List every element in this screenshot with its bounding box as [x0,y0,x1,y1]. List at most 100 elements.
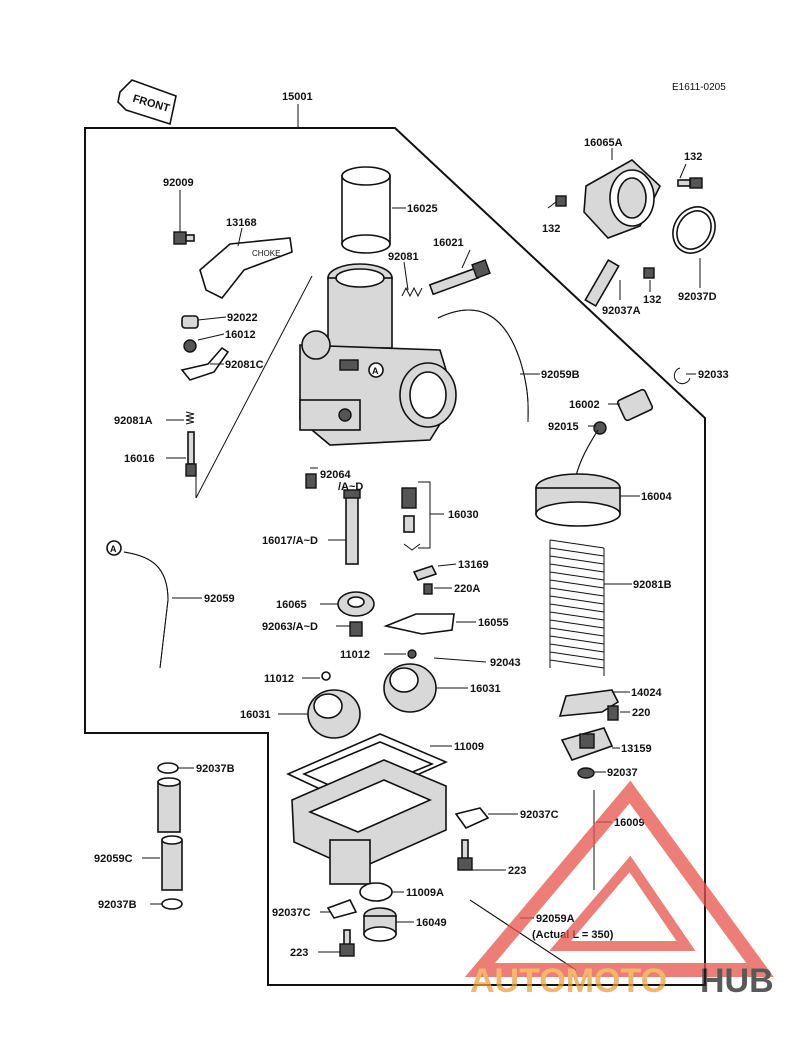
part-label-92037C-right: 92037C [520,809,559,821]
front-arrow-icon: FRONT [117,79,177,126]
main-jet-holder-icon [337,591,375,617]
float-bowl-icon [286,733,449,885]
part-label-220A: 220A [454,583,480,595]
clamp-92037C-icon [326,899,358,919]
float-icon [383,663,437,713]
throttle-valve-icon [341,166,391,254]
screw-icon [173,231,195,245]
carburetor-body-icon [299,263,457,446]
part-label-92037A: 92037A [602,305,641,317]
part-label-16031-left: 16031 [240,709,271,721]
part-label-16009: 16009 [614,817,645,829]
part-label-92081C: 92081C [225,359,264,371]
part-label-13169: 13169 [458,559,489,571]
hose-clamp-icon [672,206,716,254]
intake-boot-icon [583,159,661,239]
clamp-92037C-icon [454,807,490,830]
cap-icon [181,315,199,329]
spring-small-icon [401,286,423,298]
circle-marker-a: A [372,366,379,376]
part-label-16004: 16004 [641,491,672,503]
hose-section-icon [157,777,183,891]
bolt-icon [677,177,703,189]
part-label-132-top: 132 [684,151,702,163]
screw-220-icon [607,705,619,721]
part-label-92081A: 92081A [114,415,153,427]
float-arm-icon [383,613,455,635]
part-label-92037B-top: 92037B [196,763,235,775]
float-needle-icon [401,487,421,551]
ring-icon [577,767,595,779]
bolt-223-icon [457,839,473,871]
part-label-16055: 16055 [478,617,509,629]
part-label-92059B: 92059B [541,369,580,381]
clip-icon [673,367,691,385]
cable-adjuster-icon [593,388,654,435]
part-label-16065: 16065 [276,599,307,611]
o-ring-icon [359,882,393,902]
part-label-16002: 16002 [569,399,600,411]
jet-92064-icon [305,473,317,489]
part-label-92015: 92015 [548,421,579,433]
mixing-chamber-cap-icon [535,429,621,527]
clamp-icon [161,898,183,910]
part-label-132-left: 132 [542,223,560,235]
part-label-92037: 92037 [607,767,638,779]
main-jet-icon [349,621,363,637]
part-label-92059A: 92059A [536,913,575,925]
clip-13169-icon [412,565,438,581]
part-label-92022: 92022 [227,312,258,324]
watermark-brand-part1: AUTOMOTO [470,962,667,1000]
part-label-16016: 16016 [124,453,155,465]
screw-220A-icon [423,583,433,595]
assembly-frame [84,127,706,986]
float-pin-icon [433,657,487,663]
part-label-223-left: 223 [290,947,308,959]
part-label-11009A: 11009A [406,887,444,899]
part-label-92059: 92059 [204,593,235,605]
needle-jet-icon [343,489,361,565]
air-screw-icon [428,259,491,296]
part-label-16025: 16025 [407,203,438,215]
holder-plate-icon [560,727,614,761]
watermark-brand-part2: HUB [700,962,774,1000]
part-label-11012-upper: 11012 [340,649,370,661]
drain-plug-icon [363,907,397,942]
part-label-92009: 92009 [163,177,194,189]
part-label-16049: 16049 [416,917,447,929]
part-label-92081: 92081 [388,251,419,263]
clamp-icon [157,762,179,774]
assembly-label: 15001 [282,91,313,103]
part-label-92037D: 92037D [678,291,717,303]
clamp-strip-icon [584,258,620,308]
part-label-92033: 92033 [698,369,729,381]
circle-marker-a-left: A [110,544,117,554]
part-label-92063: 92063/A~D [262,621,318,633]
part-label-16031-right: 16031 [470,683,501,695]
bolt-icon [555,195,567,207]
vent-hose-icon [123,551,169,669]
part-label-92064: 92064 [320,469,351,481]
part-label-11012-lower: 11012 [264,673,294,685]
part-label-223-right: 223 [508,865,526,877]
part-label-16065A: 16065A [584,137,623,149]
watermark-logo: AUTOMOTO HUB [464,780,774,1000]
part-label-16030: 16030 [448,509,479,521]
throttle-spring-icon [549,539,605,676]
part-label-16021: 16021 [433,237,464,249]
part-label-92081B: 92081B [633,579,672,591]
bracket-13168-icon: CHOKE [199,237,293,300]
bolt-223-icon [339,929,355,957]
catalog-code: E1611-0205 [672,82,726,93]
part-label-92043: 92043 [490,657,521,669]
lever-icon [180,346,230,381]
bolt-icon [643,267,655,279]
part-label-92037B-bottom: 92037B [98,899,137,911]
part-label-220: 220 [632,707,650,719]
part-label-132-lower: 132 [643,294,661,306]
part-label-16017: 16017/A~D [262,535,318,547]
float-icon [307,689,361,739]
part-label-16012: 16012 [225,329,256,341]
part-label-13159: 13159 [621,743,652,755]
